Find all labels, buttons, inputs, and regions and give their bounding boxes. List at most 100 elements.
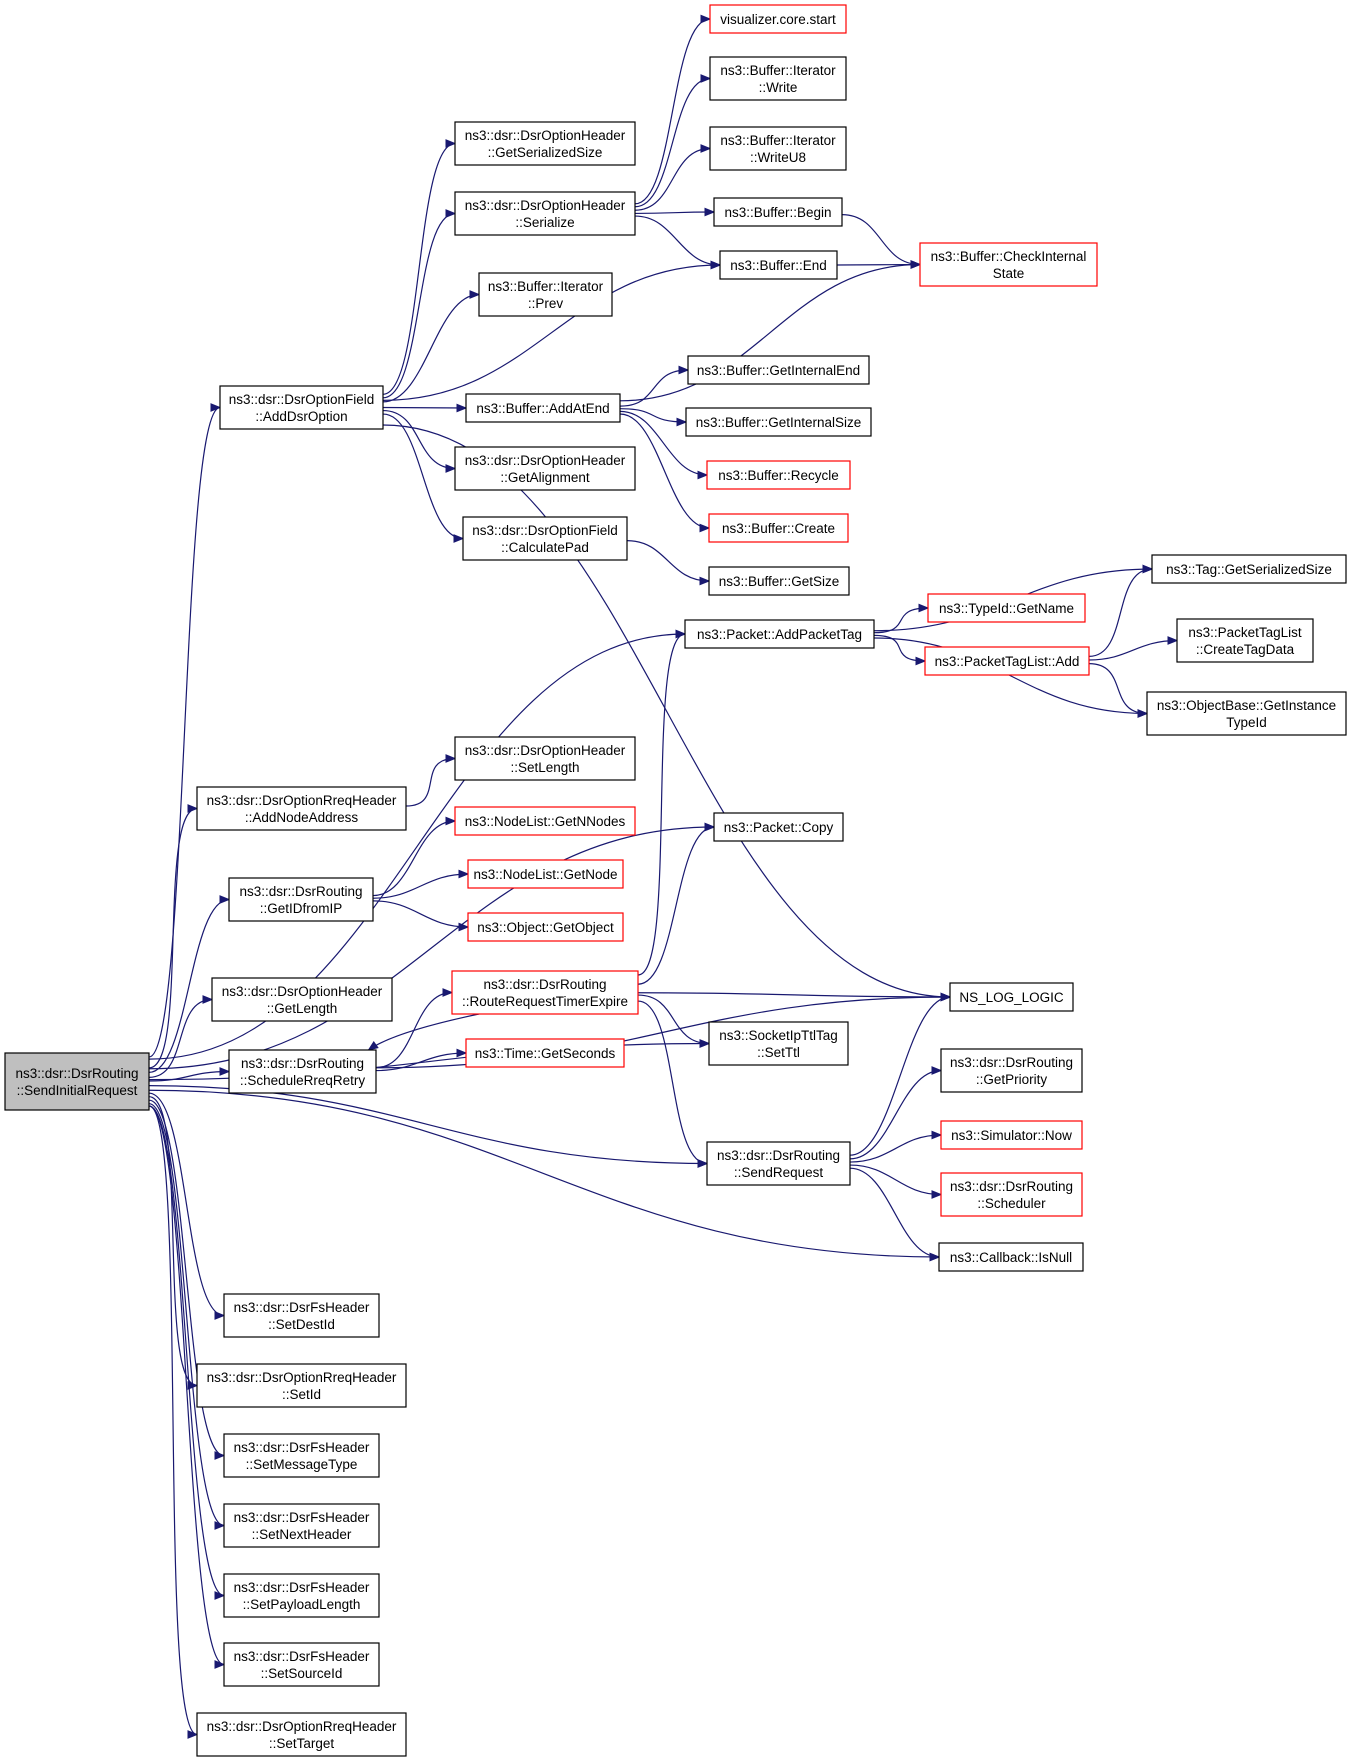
- node-box[interactable]: [454, 446, 636, 491]
- node-cbIsNull[interactable]: ns3::Callback::IsNull: [938, 1242, 1084, 1272]
- node-sockSetTtl[interactable]: ns3::SocketIpTtlTag::SetTtl: [708, 1021, 849, 1066]
- node-box[interactable]: [713, 812, 844, 842]
- node-box[interactable]: [219, 385, 384, 430]
- node-box[interactable]: [465, 1038, 625, 1068]
- node-rreqAddNode[interactable]: ns3::dsr::DsrOptionRreqHeader::AddNodeAd…: [196, 786, 407, 831]
- node-ptlAdd[interactable]: ns3::PacketTagList::Add: [924, 646, 1090, 676]
- node-box[interactable]: [685, 407, 872, 437]
- node-optSerialize[interactable]: ns3::dsr::DsrOptionHeader::Serialize: [454, 191, 636, 236]
- node-sendRequest[interactable]: ns3::dsr::DsrRouting::SendRequest: [706, 1141, 851, 1186]
- node-box[interactable]: [708, 513, 849, 543]
- node-box[interactable]: [1151, 554, 1347, 584]
- node-box[interactable]: [223, 1293, 380, 1338]
- node-tagGetSer[interactable]: ns3::Tag::GetSerializedSize: [1151, 554, 1347, 584]
- node-box[interactable]: [719, 250, 838, 280]
- node-objGetObject[interactable]: ns3::Object::GetObject: [467, 912, 624, 942]
- node-bufGetInternalEnd[interactable]: ns3::Buffer::GetInternalEnd: [687, 355, 870, 385]
- node-root[interactable]: ns3::dsr::DsrRouting::SendInitialRequest: [4, 1052, 150, 1111]
- node-rreqSetId[interactable]: ns3::dsr::DsrOptionRreqHeader::SetId: [196, 1363, 407, 1408]
- node-box[interactable]: [223, 1433, 380, 1478]
- node-box[interactable]: [454, 121, 636, 166]
- node-pktCopy[interactable]: ns3::Packet::Copy: [713, 812, 844, 842]
- node-typeIdGetName[interactable]: ns3::TypeId::GetName: [927, 593, 1086, 623]
- node-rreqSetTarget[interactable]: ns3::dsr::DsrOptionRreqHeader::SetTarget: [196, 1712, 407, 1757]
- node-box[interactable]: [940, 1048, 1083, 1093]
- node-box[interactable]: [708, 1021, 849, 1066]
- node-box[interactable]: [1146, 691, 1347, 736]
- node-box[interactable]: [196, 786, 407, 831]
- node-box[interactable]: [4, 1052, 150, 1111]
- node-box[interactable]: [949, 982, 1074, 1012]
- node-scheduler[interactable]: ns3::dsr::DsrRouting::Scheduler: [940, 1172, 1083, 1217]
- node-box[interactable]: [940, 1120, 1083, 1150]
- node-optGetLength[interactable]: ns3::dsr::DsrOptionHeader::GetLength: [211, 977, 393, 1022]
- node-box[interactable]: [709, 56, 847, 101]
- node-box[interactable]: [687, 355, 870, 385]
- node-getPriority[interactable]: ns3::dsr::DsrRouting::GetPriority: [940, 1048, 1083, 1093]
- node-rreqTimerExpire[interactable]: ns3::dsr::DsrRouting::RouteRequestTimerE…: [451, 970, 639, 1015]
- node-optGetAlignment[interactable]: ns3::dsr::DsrOptionHeader::GetAlignment: [454, 446, 636, 491]
- node-box[interactable]: [196, 1712, 407, 1757]
- node-box[interactable]: [223, 1642, 380, 1687]
- node-bufGetSize[interactable]: ns3::Buffer::GetSize: [708, 566, 850, 596]
- node-box[interactable]: [196, 1363, 407, 1408]
- node-optGetSerializedSize[interactable]: ns3::dsr::DsrOptionHeader::GetSerialized…: [454, 121, 636, 166]
- node-box[interactable]: [478, 272, 613, 317]
- node-box[interactable]: [454, 191, 636, 236]
- node-box[interactable]: [467, 912, 624, 942]
- node-fsSetMsgType[interactable]: ns3::dsr::DsrFsHeader::SetMessageType: [223, 1433, 380, 1478]
- node-box[interactable]: [462, 516, 628, 561]
- node-iterWriteU8[interactable]: ns3::Buffer::Iterator::WriteU8: [709, 126, 847, 171]
- node-box[interactable]: [706, 1141, 851, 1186]
- node-ptlCreate[interactable]: ns3::PacketTagList::CreateTagData: [1176, 618, 1314, 663]
- node-nsLogLogic[interactable]: NS_LOG_LOGIC: [949, 982, 1074, 1012]
- node-box[interactable]: [228, 877, 374, 922]
- node-box[interactable]: [940, 1172, 1083, 1217]
- node-box[interactable]: [1176, 618, 1314, 663]
- node-iterWrite[interactable]: ns3::Buffer::Iterator::Write: [709, 56, 847, 101]
- node-box[interactable]: [211, 977, 393, 1022]
- node-timeGetSeconds[interactable]: ns3::Time::GetSeconds: [465, 1038, 625, 1068]
- node-schedRreqRetry[interactable]: ns3::dsr::DsrRouting::ScheduleRreqRetry: [228, 1049, 377, 1094]
- node-addDsrOption[interactable]: ns3::dsr::DsrOptionField::AddDsrOption: [219, 385, 384, 430]
- node-fsSetSourceId[interactable]: ns3::dsr::DsrFsHeader::SetSourceId: [223, 1642, 380, 1687]
- node-getIdFromIp[interactable]: ns3::dsr::DsrRouting::GetIDfromIP: [228, 877, 374, 922]
- node-bufCreate[interactable]: ns3::Buffer::Create: [708, 513, 849, 543]
- node-box[interactable]: [223, 1503, 380, 1548]
- node-bufBegin[interactable]: ns3::Buffer::Begin: [713, 197, 843, 227]
- node-box[interactable]: [713, 197, 843, 227]
- node-fsSetNextHeader[interactable]: ns3::dsr::DsrFsHeader::SetNextHeader: [223, 1503, 380, 1548]
- node-box[interactable]: [709, 126, 847, 171]
- node-iterPrev[interactable]: ns3::Buffer::Iterator::Prev: [478, 272, 613, 317]
- node-box[interactable]: [708, 566, 850, 596]
- node-optSetLength[interactable]: ns3::dsr::DsrOptionHeader::SetLength: [454, 736, 636, 781]
- node-bufEnd[interactable]: ns3::Buffer::End: [719, 250, 838, 280]
- node-pktAddTag[interactable]: ns3::Packet::AddPacketTag: [684, 619, 875, 649]
- node-bufGetInternalSize[interactable]: ns3::Buffer::GetInternalSize: [685, 407, 872, 437]
- node-box[interactable]: [223, 1573, 380, 1618]
- node-box[interactable]: [228, 1049, 377, 1094]
- node-box[interactable]: [924, 646, 1090, 676]
- node-box[interactable]: [927, 593, 1086, 623]
- node-box[interactable]: [454, 736, 636, 781]
- node-nlGetNode[interactable]: ns3::NodeList::GetNode: [467, 859, 624, 889]
- node-vizStart[interactable]: visualizer.core.start: [709, 4, 847, 34]
- node-nlGetNNodes[interactable]: ns3::NodeList::GetNNodes: [454, 806, 636, 836]
- node-box[interactable]: [919, 242, 1098, 287]
- node-box[interactable]: [684, 619, 875, 649]
- node-box[interactable]: [454, 806, 636, 836]
- node-box[interactable]: [465, 393, 621, 423]
- node-fsSetDestId[interactable]: ns3::dsr::DsrFsHeader::SetDestId: [223, 1293, 380, 1338]
- node-box[interactable]: [467, 859, 624, 889]
- node-bufAddAtEnd[interactable]: ns3::Buffer::AddAtEnd: [465, 393, 621, 423]
- node-calcPad[interactable]: ns3::dsr::DsrOptionField::CalculatePad: [462, 516, 628, 561]
- node-box[interactable]: [938, 1242, 1084, 1272]
- node-box[interactable]: [451, 970, 639, 1015]
- node-simNow[interactable]: ns3::Simulator::Now: [940, 1120, 1083, 1150]
- node-box[interactable]: [706, 460, 851, 490]
- node-bufRecycle[interactable]: ns3::Buffer::Recycle: [706, 460, 851, 490]
- node-fsSetPayload[interactable]: ns3::dsr::DsrFsHeader::SetPayloadLength: [223, 1573, 380, 1618]
- node-box[interactable]: [709, 4, 847, 34]
